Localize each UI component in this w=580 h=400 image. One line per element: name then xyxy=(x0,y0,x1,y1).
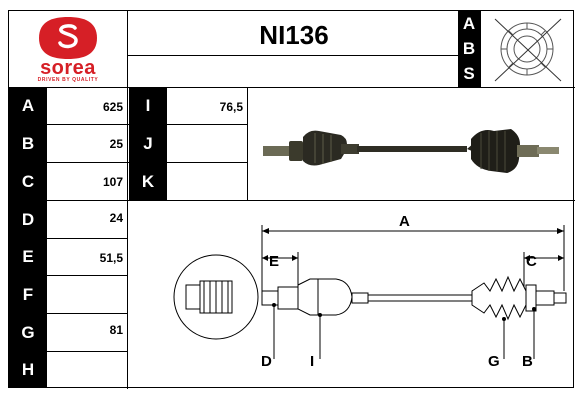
abs-letter-b: B xyxy=(462,38,476,58)
abs-letter-s: S xyxy=(463,64,475,84)
spec-label-i: I xyxy=(129,88,167,124)
spec-label-j: J xyxy=(129,125,167,162)
dim-label-c: C xyxy=(526,253,537,270)
spec-label-d: D xyxy=(9,201,47,238)
dim-label-b: B xyxy=(522,353,533,370)
spec-label-e: E xyxy=(9,239,47,275)
dim-label-i: I xyxy=(310,353,315,370)
brand-tagline: DRIVEN BY QUALITY xyxy=(37,77,99,83)
spec-label-g: G xyxy=(9,314,47,351)
sorea-logo-icon xyxy=(39,17,97,59)
brand-name: sorea xyxy=(40,57,96,79)
no-abs-ring-icon xyxy=(494,18,562,82)
spec-value-a: 625 xyxy=(102,100,123,114)
spec-label-f: F xyxy=(9,276,47,313)
dimension-diagram xyxy=(173,225,567,359)
abs-letter-a: A xyxy=(462,13,476,33)
spec-value-e: 51,5 xyxy=(99,251,123,265)
spec-value-i: 76,5 xyxy=(219,100,243,114)
product-sheet: sorea DRIVEN BY QUALITY NI136 A B S A B xyxy=(8,10,575,389)
dim-label-g: G xyxy=(488,353,500,370)
dim-label-d: D xyxy=(261,353,272,370)
abs-column: A B S xyxy=(458,11,480,87)
spec-label-a: A xyxy=(9,88,47,124)
drive-shaft-photo xyxy=(263,129,559,173)
dim-label-e: E xyxy=(269,253,280,270)
part-number: NI136 xyxy=(259,20,329,50)
spec-label-k: K xyxy=(129,163,167,200)
spec-value-g: 81 xyxy=(109,323,123,337)
spec-value-c: 107 xyxy=(102,175,123,189)
spec-label-c: C xyxy=(9,163,47,200)
spec-label-b: B xyxy=(9,125,47,162)
brand-logo: sorea DRIVEN BY QUALITY xyxy=(9,11,127,87)
spec-label-h: H xyxy=(9,352,47,388)
dim-label-a: A xyxy=(399,213,410,230)
spec-value-d: 24 xyxy=(109,211,123,225)
spec-value-b: 25 xyxy=(109,137,123,151)
